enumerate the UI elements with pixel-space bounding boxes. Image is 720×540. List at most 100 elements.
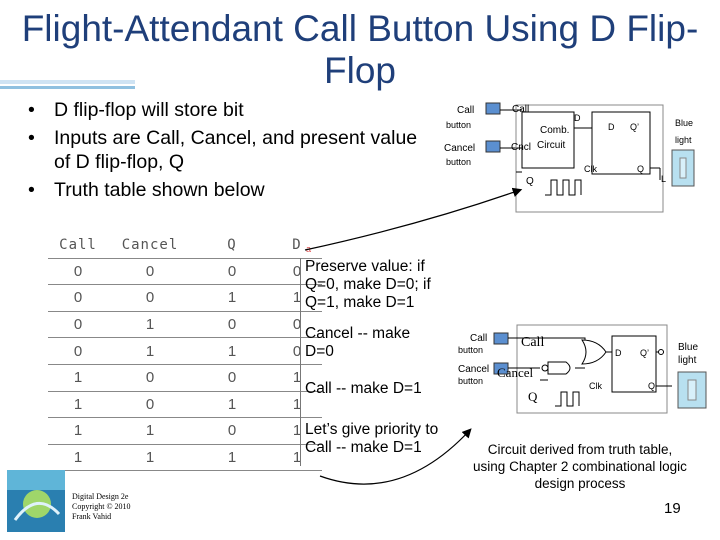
svg-text:button: button	[458, 345, 483, 355]
table-cell: 1	[192, 337, 272, 365]
group-bracket-cancel	[300, 310, 301, 362]
table-cell: 1	[48, 364, 108, 392]
note-call: Call -- make D=1	[305, 380, 422, 397]
cancel-button-label: Cancel	[444, 143, 475, 154]
clock-signal-icon	[555, 391, 580, 407]
circuit-top: Call button Cancel button Call Cncl Comb…	[444, 102, 695, 213]
arrow-to-top-circuit	[304, 187, 523, 251]
table-cell: 0	[192, 311, 272, 339]
table-cell: 1	[48, 444, 108, 472]
table-cell: 1	[192, 391, 272, 419]
note-preserve: Preserve value: if Q=0, make D=0; if Q=1…	[305, 258, 431, 311]
truth-table-header: Call Cancel Q D	[48, 232, 322, 259]
svg-text:Q’: Q’	[630, 122, 639, 132]
book-cover-logo	[7, 470, 65, 532]
svg-text:Cncl: Cncl	[511, 142, 531, 153]
d-flip-flop-box	[591, 111, 651, 175]
table-cell: 0	[108, 284, 192, 312]
page-title: Flight-Attendant Call Button Using D Fli…	[21, 8, 699, 91]
and-gate-icon	[547, 361, 571, 375]
svg-text:D: D	[574, 113, 581, 123]
column-header-call: Call	[48, 232, 108, 259]
table-cell: 1	[272, 444, 322, 472]
svg-text:Blue: Blue	[675, 118, 693, 128]
note-priority: Let’s give priority to Call -- make D=1	[305, 421, 439, 456]
table-cell: 1	[192, 444, 272, 472]
table-cell: 1	[108, 337, 192, 365]
call-button-label: Call	[457, 105, 474, 116]
circuit-outline	[515, 104, 664, 213]
svg-text:Q: Q	[528, 389, 538, 404]
call-button-icon	[485, 102, 501, 115]
table-cell: 0	[108, 391, 192, 419]
cancel-button-icon	[485, 140, 501, 153]
table-cell: 1	[48, 417, 108, 445]
svg-text:light: light	[675, 135, 692, 145]
table-cell: 1	[272, 391, 322, 419]
note-cancel: Cancel -- make D=0	[305, 325, 411, 360]
svg-text:Call: Call	[521, 335, 544, 350]
svg-text:Comb.: Comb.	[540, 125, 569, 136]
table-cell: 1	[108, 417, 192, 445]
comb-circuit-box	[521, 111, 575, 169]
svg-text:Q: Q	[526, 176, 534, 187]
table-cell: 0	[192, 417, 272, 445]
svg-text:Cancel: Cancel	[458, 364, 489, 375]
svg-text:L: L	[661, 174, 666, 184]
svg-text:button: button	[458, 376, 483, 386]
svg-text:Circuit: Circuit	[537, 140, 566, 151]
group-bracket-preserve	[300, 258, 301, 310]
table-cell: 1	[48, 391, 108, 419]
clock-signal-icon	[545, 179, 582, 196]
svg-text:Cancel: Cancel	[497, 365, 533, 380]
title-underline-decoration	[0, 80, 135, 84]
cancel-button-label-2: button	[446, 157, 471, 167]
circuit-outline	[516, 324, 668, 414]
table-cell: 0	[272, 337, 322, 365]
column-header-q: Q	[192, 232, 272, 259]
svg-text:Clk: Clk	[584, 164, 597, 174]
svg-text:Call: Call	[512, 104, 529, 115]
svg-text:Blue: Blue	[678, 342, 698, 353]
arrow-to-bottom-circuit	[319, 428, 472, 485]
table-cell: 1	[272, 417, 322, 445]
table-cell: 0	[48, 284, 108, 312]
svg-text:D: D	[608, 122, 615, 132]
table-cell: 1	[108, 444, 192, 472]
bullet-item: •D flip-flop will store bit	[28, 99, 244, 121]
table-cell: 0	[48, 311, 108, 339]
table-cell: 1	[192, 284, 272, 312]
inverter-bubble-icon	[541, 364, 549, 372]
d-flip-flop-box	[611, 335, 657, 393]
bullet-item: •Truth table shown below	[28, 179, 265, 201]
call-button-label-2: button	[446, 120, 471, 130]
table-cell: 0	[48, 337, 108, 365]
bullet-dot-icon: •	[28, 179, 35, 201]
blue-light-icon	[677, 371, 707, 409]
bullet-item: •Inputs are Call, Cancel, and present va…	[28, 127, 418, 173]
svg-text:Call: Call	[470, 333, 487, 344]
svg-text:light: light	[678, 355, 697, 366]
table-cell: 1	[272, 284, 322, 312]
svg-text:Q’: Q’	[640, 348, 649, 358]
bullet-dot-icon: •	[28, 99, 35, 121]
column-header-d: D	[272, 232, 322, 259]
table-cell: 1	[108, 311, 192, 339]
table-cell: 0	[192, 364, 272, 392]
svg-text:Q: Q	[637, 164, 644, 174]
group-bracket-call	[300, 362, 301, 414]
bullet-list: •D flip-flop will store bit •Inputs are …	[24, 98, 424, 206]
table-cell: 0	[192, 258, 272, 286]
svg-text:D: D	[615, 348, 622, 358]
bullet-dot-icon: •	[28, 127, 35, 149]
table-cell: 0	[108, 364, 192, 392]
